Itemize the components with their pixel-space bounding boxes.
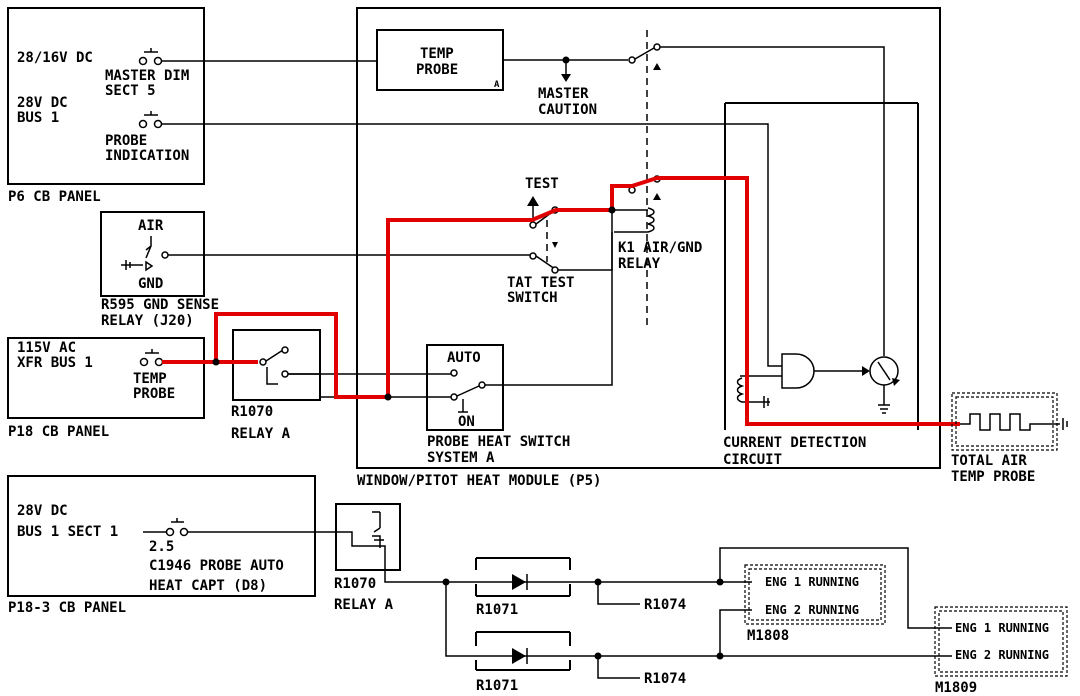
c1946-label: C1946 PROBE AUTO — [149, 558, 284, 574]
p18-3-panel-label: P18-3 CB PANEL — [8, 600, 126, 616]
r1071-diode-lower: R1071 — [475, 631, 571, 694]
r595-gnd-label: GND — [138, 276, 163, 292]
tat-probe-label: TOTAL AIR — [951, 453, 1027, 469]
r1071-diode-upper: R1071 — [475, 557, 571, 618]
p6-cb-panel: 28/16V DC MASTER DIM SECT 5 28V DC BUS 1… — [7, 7, 205, 205]
phs-label: PROBE HEAT SWITCH — [427, 434, 570, 450]
p18-3-source-bus-label: BUS 1 SECT 1 — [17, 524, 118, 540]
r595-label-2: RELAY (J20) — [101, 313, 194, 329]
probe-indication-label-2: INDICATION — [105, 148, 189, 164]
master-dim-breaker — [138, 48, 204, 66]
cb-rating: 2.5 — [149, 539, 174, 555]
p18-3-source-label: 28V DC — [17, 503, 68, 519]
temp-probe-cb-label: TEMP — [133, 371, 167, 387]
p18-cb-panel: 115V AC XFR BUS 1 TEMP PROBE P18 CB PANE… — [7, 337, 205, 440]
phs-on-label: ON — [458, 414, 475, 430]
window-pitot-heat-module: WINDOW/PITOT HEAT MODULE (P5) TEMP PROBE… — [168, 7, 941, 489]
r1074-upper-label: R1074 — [644, 597, 686, 613]
k1-relay-label: K1 AIR/GND — [618, 240, 702, 256]
r595-label: R595 GND SENSE — [101, 297, 219, 313]
r1074-lower-label: R1074 — [644, 671, 686, 687]
master-dim-label: MASTER DIM — [105, 68, 189, 84]
tat-switch-label: TAT TEST — [507, 275, 574, 291]
tat-probe-label-2: TEMP PROBE — [951, 469, 1035, 485]
p6-source2-bus-label: BUS 1 — [17, 110, 59, 126]
master-caution-label: MASTER — [538, 86, 589, 102]
p18-panel-label: P18 CB PANEL — [8, 424, 109, 440]
active-heat-path — [162, 176, 960, 426]
temp-probe-block — [376, 29, 504, 91]
temp-probe-block-label-2: PROBE — [416, 62, 458, 78]
m1809-label: M1809 — [935, 680, 977, 696]
r1071-lower-label: R1071 — [476, 678, 518, 694]
m1809-indicator: ENG 1 RUNNING ENG 2 RUNNING M1809 — [934, 606, 1068, 696]
m1808-eng1-label: ENG 1 RUNNING — [765, 575, 859, 589]
p6-source1-label: 28/16V DC — [17, 50, 93, 66]
probe-indication-label: PROBE — [105, 133, 147, 149]
p18-source-label: 115V AC — [17, 340, 76, 356]
cdc-label: CURRENT DETECTION — [723, 435, 866, 451]
p6-source2-label: 28V DC — [17, 95, 68, 111]
temp-probe-breaker — [139, 349, 164, 367]
m1808-label: M1808 — [747, 628, 789, 644]
r1070-bottom-relay-label: RELAY A — [334, 597, 394, 613]
temp-probe-block-label: TEMP — [420, 46, 454, 62]
k1-relay-label-2: RELAY — [618, 256, 661, 272]
phs-auto-label: AUTO — [447, 350, 481, 366]
c1946-label-2: HEAT CAPT (D8) — [149, 578, 267, 594]
m1808-eng2-label: ENG 2 RUNNING — [765, 603, 859, 617]
master-dim-sect-label: SECT 5 — [105, 83, 156, 99]
cdc-label-2: CIRCUIT — [723, 452, 782, 468]
p6-panel-label: P6 CB PANEL — [8, 189, 101, 205]
r595-gnd-sense-relay: AIR GND R595 GND SENSE RELAY (J20) — [100, 211, 219, 329]
r1070-top-label: R1070 — [231, 404, 273, 420]
r1070-bottom-label: R1070 — [334, 576, 376, 592]
master-caution-label-2: CAUTION — [538, 102, 597, 118]
r1070-relay-a-bottom: R1070 RELAY A — [334, 503, 401, 613]
phs-label-2: SYSTEM A — [427, 450, 495, 466]
m1808-indicator: ENG 1 RUNNING ENG 2 RUNNING M1808 — [744, 564, 886, 644]
module-label: WINDOW/PITOT HEAT MODULE (P5) — [357, 473, 601, 489]
m1809-eng2-label: ENG 2 RUNNING — [955, 648, 1049, 662]
tat-test-label: TEST — [525, 176, 559, 192]
p18-source-bus-label: XFR BUS 1 — [17, 355, 93, 371]
probe-indication-breaker — [138, 111, 204, 129]
total-air-temp-probe: TOTAL AIR TEMP PROBE — [951, 392, 1068, 485]
temp-probe-tag: A — [494, 80, 500, 90]
r1070-top-relay-label: RELAY A — [231, 426, 291, 442]
p18-3-cb-panel: 28V DC BUS 1 SECT 1 2.5 C1946 PROBE AUTO… — [7, 475, 446, 616]
r1070-relay-a-top: R1070 RELAY A — [231, 329, 321, 442]
r1071-upper-label: R1071 — [476, 602, 518, 618]
r595-air-label: AIR — [138, 218, 164, 234]
m1809-eng1-label: ENG 1 RUNNING — [955, 621, 1049, 635]
temp-probe-cb-label-2: PROBE — [133, 386, 175, 402]
tat-switch-label-2: SWITCH — [507, 290, 558, 306]
